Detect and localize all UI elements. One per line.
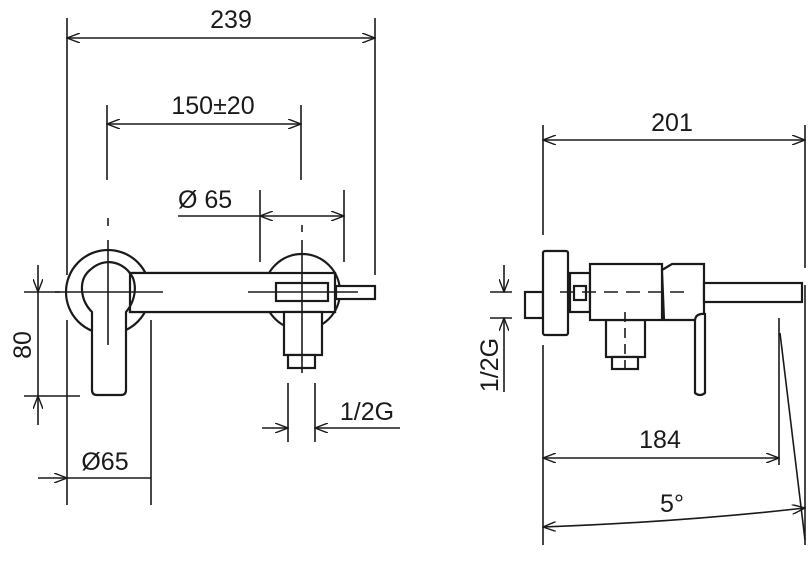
dim-label-half-g-side: 1/2G [476,338,504,392]
dim-label-80: 80 [9,331,37,359]
side-view: 201 1/2G 184 5° [476,109,805,545]
dim-label-diam65-right: Ø 65 [178,186,232,214]
dim-arc-5deg [543,508,805,527]
dim-label-201: 201 [651,109,693,137]
front-view: 239 150±20 Ø 65 80 Ø6 [9,6,400,505]
dim-label-diam65-left: Ø65 [81,448,128,476]
dim-label-184: 184 [639,426,681,454]
dim-label-150: 150±20 [171,92,254,120]
dim-label-5deg: 5° [660,490,684,518]
dim-label-239: 239 [210,6,252,34]
dim-label-half-g-front: 1/2G [340,398,394,426]
